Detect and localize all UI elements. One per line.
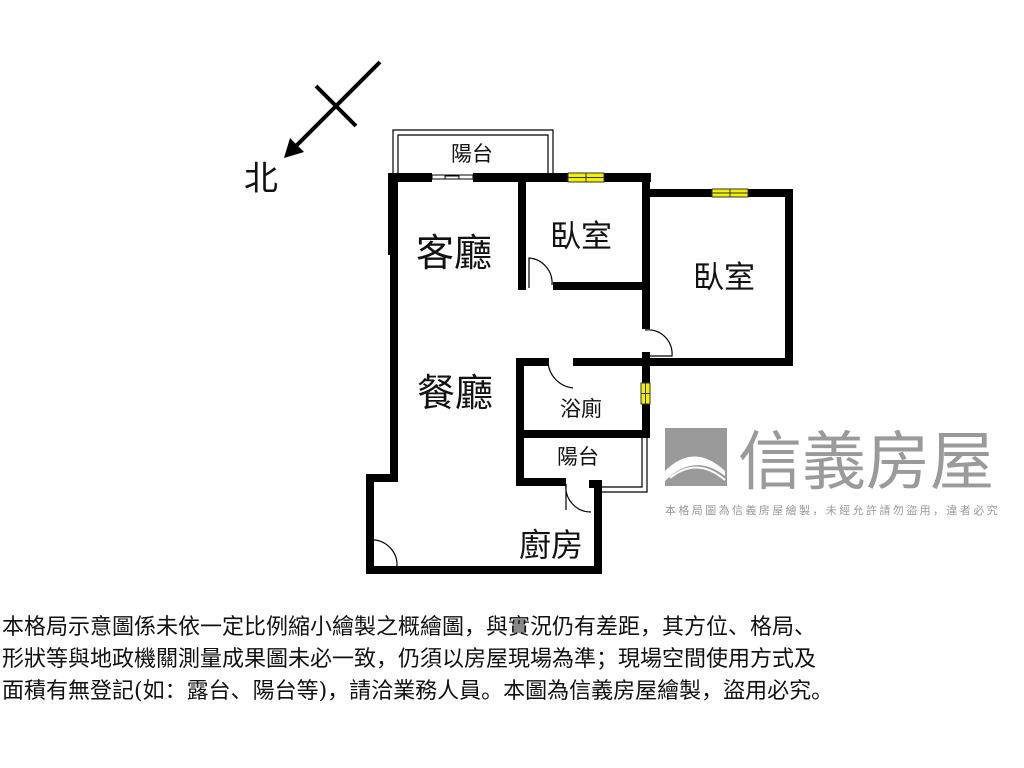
north-label: 北 [244,159,278,199]
rear-balcony-label: 陽台 [557,445,599,469]
sliding-door [431,174,474,180]
kitchen-label: 廚房 [519,526,583,564]
room-labels: 客廳 臥室 臥室 餐廳 浴廁 陽台 陽台 廚房 [416,142,755,564]
copyright-notice: 本格局圖為信義房屋繪製，未經允許請勿盜用，違者必究 [665,503,1000,517]
doors [369,257,673,567]
note-line: 本格局示意圖係未依一定比例縮小繪製之概繪圖，與實況仍有差距，其方位、格局、 [2,615,817,640]
note-line: 形狀等與地政機關測量成果圖未必一致，仍須以房屋現場為準；現場空間使用方式及 [2,647,817,672]
bedroom-1-label: 臥室 [550,219,612,255]
balcony-frames [392,129,648,493]
note-line: 面積有無登記(如：露台、陽台等)，請洽業務人員。本圖為信義房屋繪製，盜用必究。 [2,679,834,704]
disclaimer-notes: 本格局示意圖係未依一定比例縮小繪製之概繪圖，與實況仍有差距，其方位、格局、 形狀… [2,612,1024,708]
brand-watermark: 信義房屋 本格局圖為信義房屋繪製，未經允許請勿盜用，違者必究 [665,426,1000,517]
brand-name: 信義房屋 [738,426,994,500]
living-room-label: 客廳 [416,231,492,275]
bedroom-2-label: 臥室 [693,260,755,296]
dining-room-label: 餐廳 [417,371,493,415]
front-balcony-label: 陽台 [451,142,493,166]
bathroom-label: 浴廁 [560,397,602,421]
north-arrow: 北 [244,60,382,199]
windows [567,172,749,405]
